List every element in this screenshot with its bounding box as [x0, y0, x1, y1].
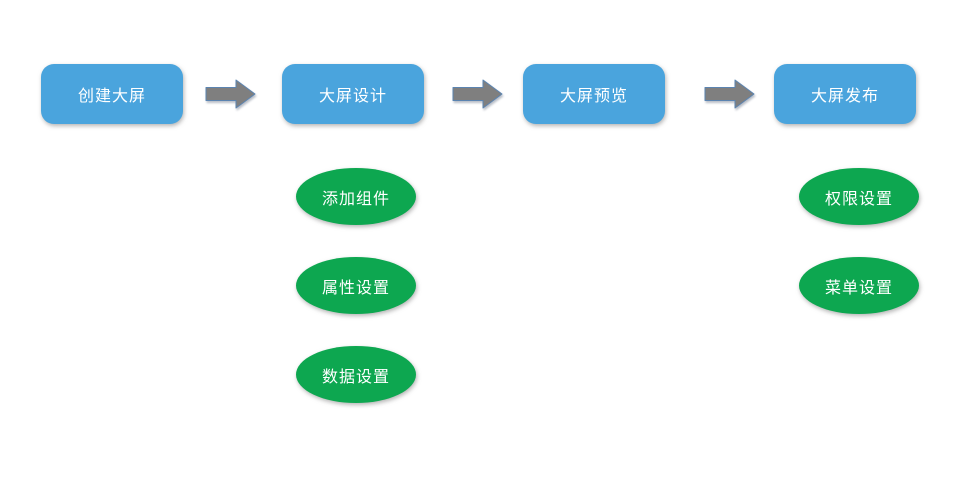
step-label: 大屏发布: [810, 86, 879, 105]
substep-label: 菜单设置: [824, 277, 893, 297]
arrow-right-icon: [452, 78, 504, 110]
substep-label: 权限设置: [824, 188, 893, 208]
substep-ellipse-data-settings: 数据设置: [296, 346, 416, 403]
substep-ellipse-permission-settings: 权限设置: [799, 168, 919, 225]
step-label: 创建大屏: [77, 86, 146, 105]
substep-ellipse-add-component: 添加组件: [296, 168, 416, 225]
step-label: 大屏预览: [559, 86, 628, 105]
step-label: 大屏设计: [318, 86, 387, 105]
substep-ellipse-property-settings: 属性设置: [296, 257, 416, 314]
substep-label: 添加组件: [321, 188, 390, 208]
step-box-preview-screen: 大屏预览: [523, 64, 665, 124]
step-box-create-screen: 创建大屏: [41, 64, 183, 124]
substep-ellipse-menu-settings: 菜单设置: [799, 257, 919, 314]
step-box-design-screen: 大屏设计: [282, 64, 424, 124]
arrow-right-icon: [205, 78, 257, 110]
step-box-publish-screen: 大屏发布: [774, 64, 916, 124]
substep-label: 属性设置: [321, 277, 390, 297]
substep-label: 数据设置: [321, 366, 390, 386]
arrow-right-icon: [704, 78, 756, 110]
